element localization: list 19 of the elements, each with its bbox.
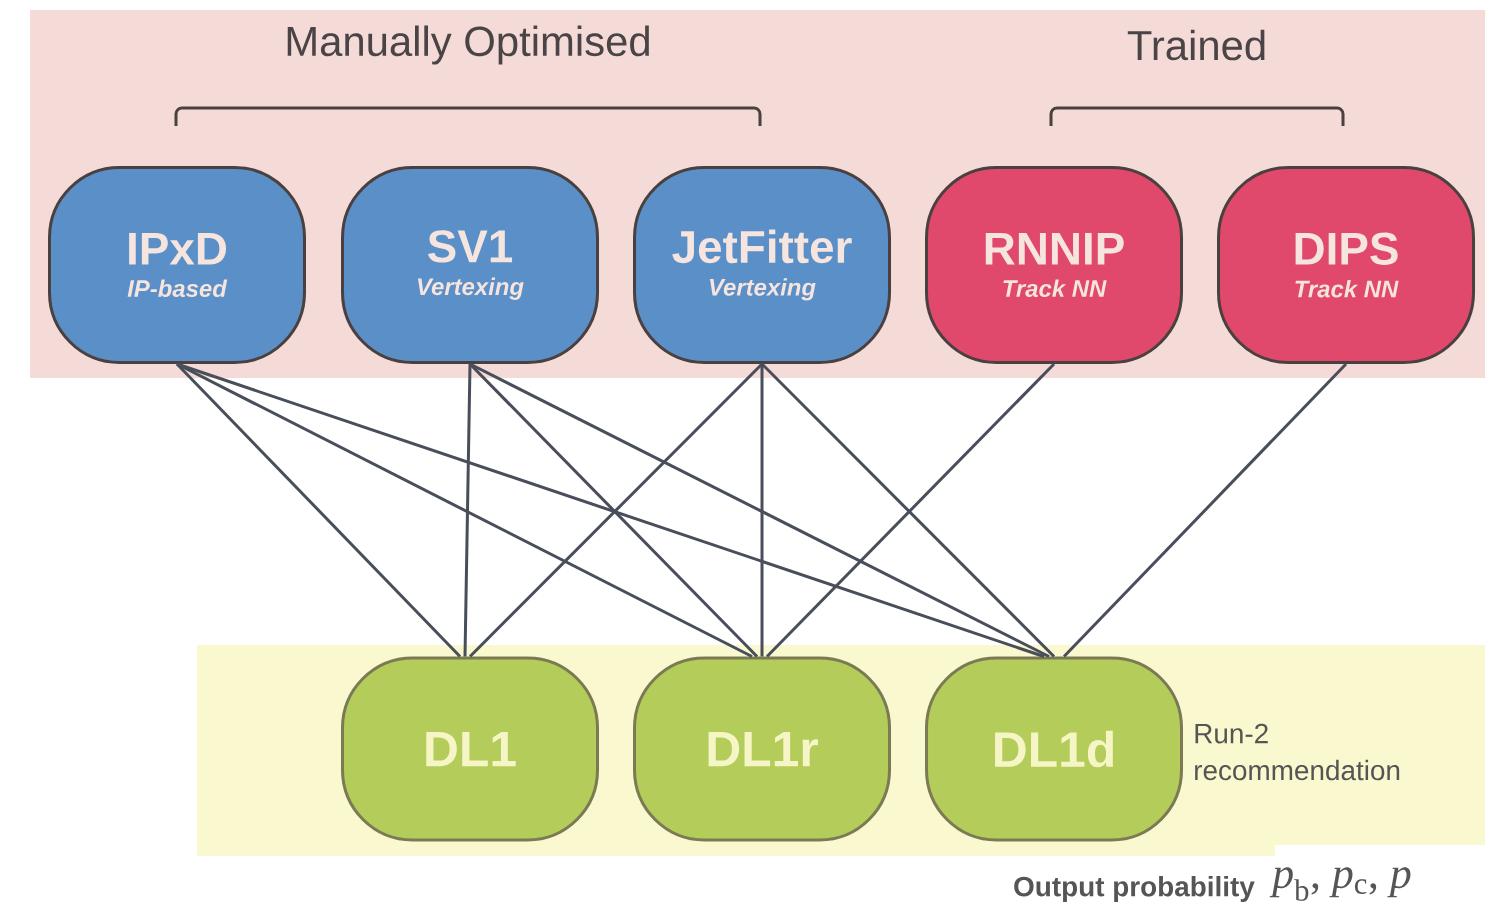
formula-text: p$_{b}$, p$_{c}$, p — [1269, 867, 1411, 901]
group-heading: Manually Optimised — [287, 25, 649, 65]
tagger-box: DL1 — [341, 656, 599, 842]
model-box: IPxD IP-based — [48, 166, 306, 364]
model-box: JetFitter Vertexing — [633, 166, 891, 364]
model-box: DIPS Track NN — [1217, 166, 1475, 364]
connector-line — [469, 362, 1050, 658]
model-box: SV1 Vertexing — [341, 166, 599, 364]
axis-label: Output probability — [1014, 876, 1255, 902]
group-heading: Trained — [1127, 29, 1265, 61]
tagger-box: DL1r — [633, 656, 891, 842]
note-text: Run-2 recommendation — [1195, 723, 1400, 781]
connector-line — [175, 362, 462, 658]
tagger-box: DL1d — [925, 656, 1183, 842]
connector-line — [760, 364, 764, 657]
connector-line — [176, 362, 1045, 658]
model-box: RNNIP Track NN — [925, 166, 1183, 364]
connector-line — [463, 364, 472, 657]
connector-line — [1062, 362, 1348, 658]
